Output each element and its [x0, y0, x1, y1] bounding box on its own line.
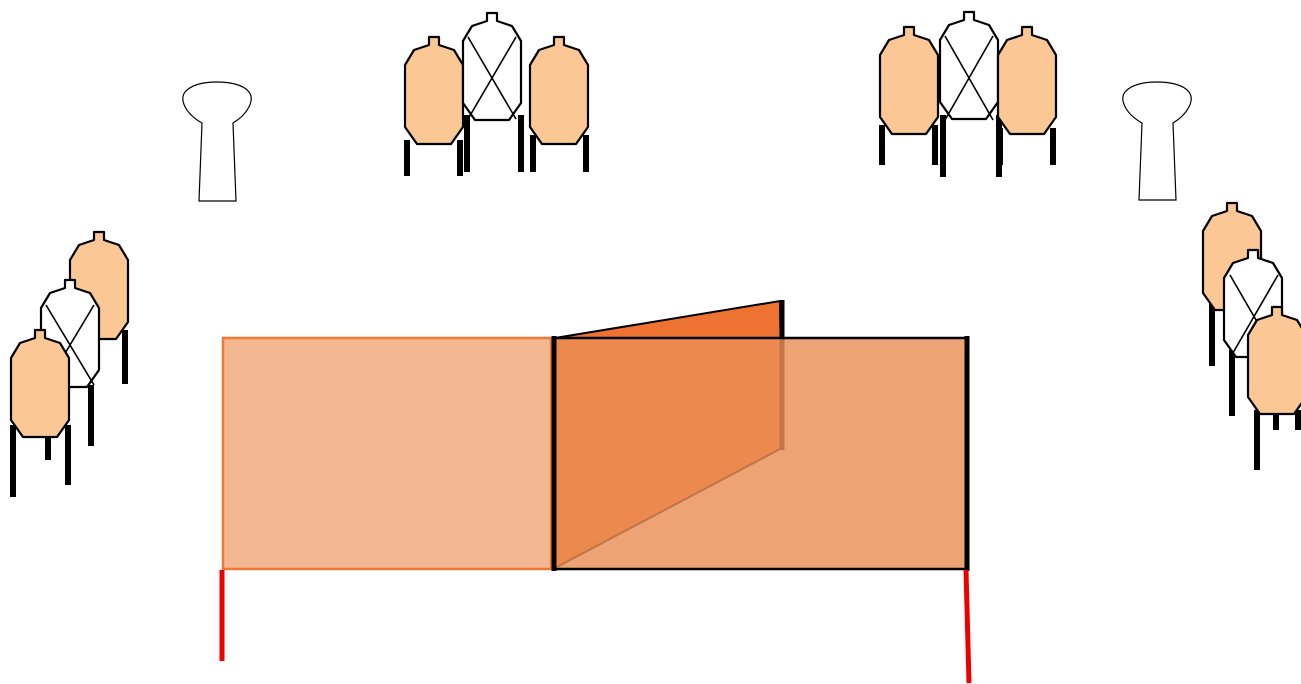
shoot-target: [1246, 305, 1301, 470]
shoot-target: [9, 328, 71, 497]
shoot-target: [528, 35, 590, 172]
steel-popper-left: [182, 81, 252, 202]
target-group-right: [1201, 201, 1301, 470]
target-group-top-right: [878, 10, 1058, 177]
shoot-target: [878, 25, 940, 165]
target-group-top-left: [403, 11, 590, 176]
steel-popper-right: [1122, 81, 1192, 201]
no-shoot-target: [461, 11, 524, 172]
shoot-target: [1201, 201, 1263, 366]
shoot-target: [996, 25, 1058, 165]
fault-line-right: [963, 569, 972, 684]
no-shoot-target: [938, 10, 1002, 177]
target-group-left: [9, 230, 130, 497]
shoot-target: [403, 35, 465, 176]
wall-barrier-right: [551, 336, 970, 571]
wall-barrier-left: [221, 336, 553, 571]
